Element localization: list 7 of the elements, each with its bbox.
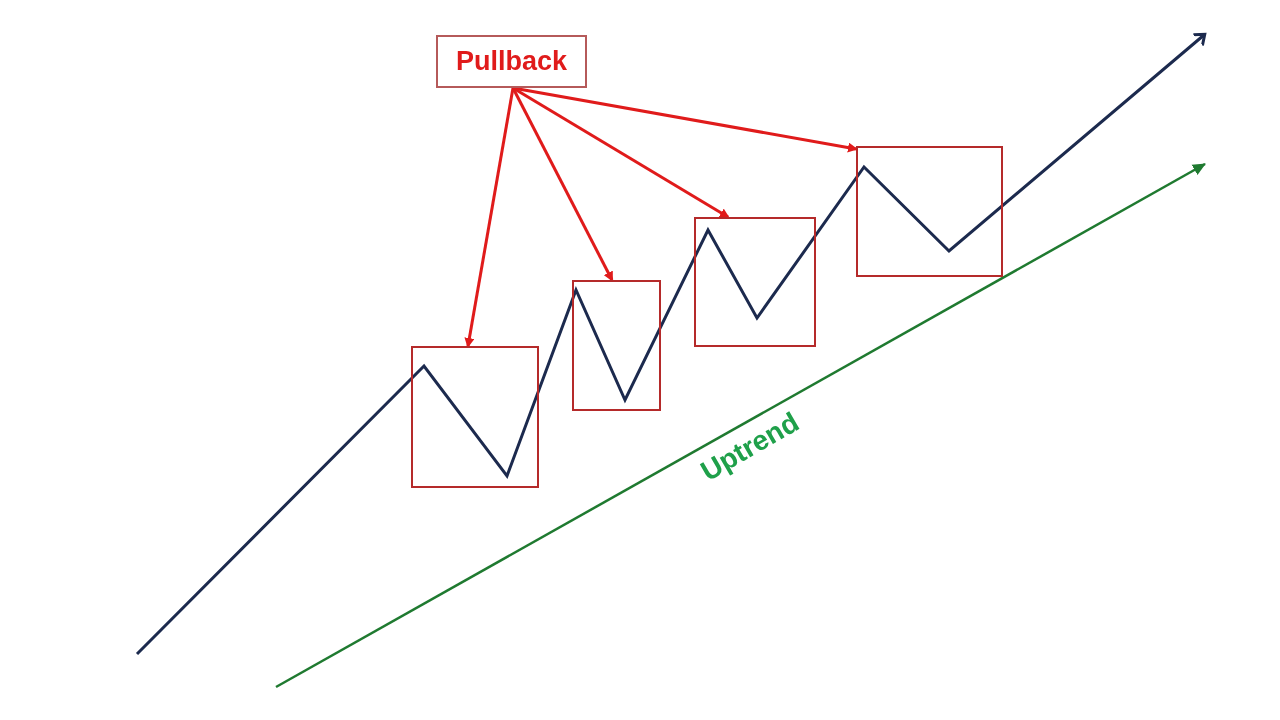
label-box: Pullback [436,35,587,88]
highlight-frame [572,280,661,411]
highlight-frame [856,146,1003,277]
highlight-frame [411,346,539,488]
arrow [464,87,515,348]
arrow [511,87,614,282]
highlight-frame [694,217,816,347]
